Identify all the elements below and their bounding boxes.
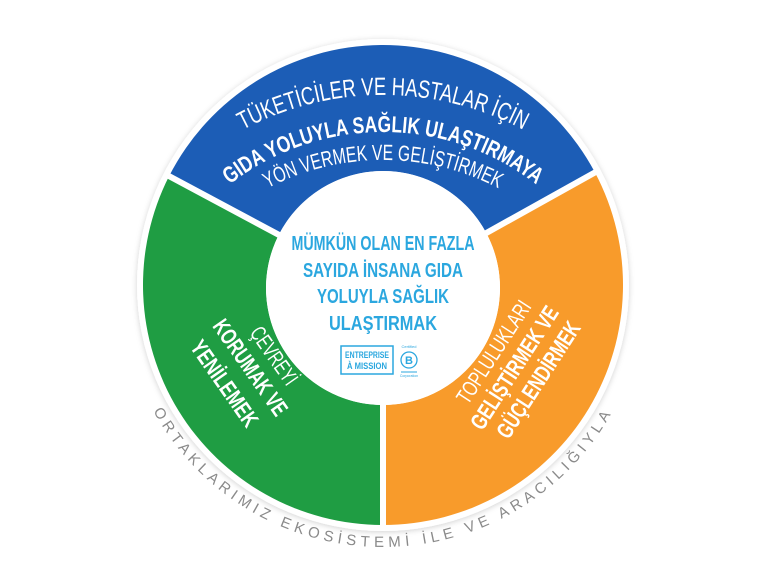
segment-left-green (142, 176, 383, 525)
bcorp-corporation: Corporation (400, 374, 418, 378)
segment-dividers (164, 167, 600, 529)
segment-top-blue (169, 45, 595, 235)
segment-divider (481, 167, 600, 238)
center-line: SAYIDA İNSANA GIDA (303, 259, 463, 282)
entreprise-a-mission-logo: ENTREPRISE À MISSION (340, 345, 394, 375)
center-line: ULAŞTIRMAK (329, 313, 437, 335)
logo-mission-line: ENTREPRISE (345, 350, 389, 360)
bcorp-certified: Certified (402, 344, 417, 349)
center-circle (266, 171, 500, 405)
bcorp-mark: B (405, 355, 413, 367)
center-line: YOLUYLA SAĞLIK (317, 284, 449, 308)
center-line: MÜMKÜN OLAN EN FAZLA (292, 232, 475, 255)
logo-mission-line: À MISSION (347, 361, 387, 371)
segment-right-orange (383, 172, 623, 525)
b-corp-logo: Certified B Corporation (400, 344, 418, 378)
segment-divider (164, 171, 284, 240)
center-mission-statement: MÜMKÜN OLAN EN FAZLA SAYIDA İNSANA GIDA … (292, 232, 475, 335)
